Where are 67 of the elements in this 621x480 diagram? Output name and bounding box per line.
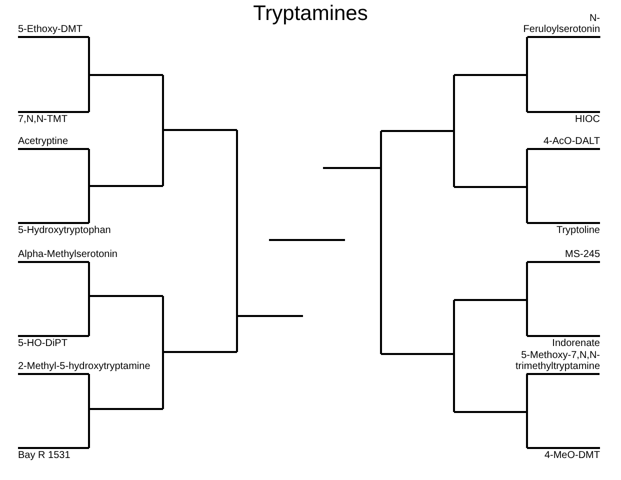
entrant-name: 5-Methoxy-7,N,N-trimethyltryptamine [516, 349, 600, 373]
entrant-name: 4-AcO-DALT [544, 135, 600, 148]
bracket-line [237, 315, 303, 317]
bracket-line [454, 74, 527, 76]
bracket-connector [526, 412, 528, 448]
bracket-connector [88, 75, 90, 112]
bracket-connector [526, 149, 528, 187]
entrant-name: 2-Methyl-5-hydroxytryptamine [18, 360, 150, 373]
entrant-name: Indorenate [552, 337, 600, 350]
bracket-slot [18, 135, 89, 150]
bracket-connector [162, 296, 164, 352]
bracket-connector [236, 316, 238, 352]
bracket-connector [453, 354, 455, 412]
bracket-connector [526, 37, 528, 75]
bracket-connector [526, 187, 528, 223]
entrant-name: 5-Ethoxy-DMT [18, 23, 82, 36]
bracket-line [323, 167, 381, 169]
bracket-line [454, 299, 527, 301]
bracket-line [381, 130, 454, 132]
bracket-line [163, 351, 237, 353]
entrant-name: 5-Hydroxytryptophan [18, 224, 111, 237]
bracket-connector [380, 168, 382, 354]
bracket-connector [526, 75, 528, 112]
bracket-connector [526, 262, 528, 300]
bracket-connector [88, 296, 90, 336]
entrant-name: 7,N,N-TMT [18, 113, 68, 126]
bracket-connector [380, 131, 382, 168]
entrant-name: Tryptoline [556, 224, 600, 237]
bracket-line [89, 295, 163, 297]
bracket-connector [88, 262, 90, 296]
bracket-connector [88, 409, 90, 448]
bracket-line [163, 129, 237, 131]
bracket-line [89, 408, 163, 410]
bracket-line [89, 74, 163, 76]
bracket-connector [453, 131, 455, 187]
bracket-connector [162, 130, 164, 186]
title: Tryptamines [253, 2, 368, 26]
entrant-name: 4-MeO-DMT [544, 449, 600, 462]
bracket-slot [18, 111, 89, 126]
bracket-connector [453, 75, 455, 131]
bracket-connector [88, 374, 90, 409]
entrant-name: Bay R 1531 [18, 449, 70, 462]
entrant-name: Acetryptine [18, 135, 68, 148]
bracket-connector [236, 130, 238, 316]
bracket-slot [527, 135, 600, 150]
bracket-connector [526, 300, 528, 336]
bracket-slot [527, 248, 600, 263]
bracket-connector [88, 149, 90, 186]
bracket-connector [88, 37, 90, 75]
bracket-connector [88, 186, 90, 223]
bracket-slot [18, 447, 89, 462]
entrant-name: HIOC [575, 113, 600, 126]
bracket-slot [18, 23, 89, 38]
bracket-line [454, 411, 527, 413]
entrant-name: 5-HO-DiPT [18, 337, 68, 350]
bracket-connector [526, 374, 528, 412]
entrant-name: MS-245 [564, 248, 600, 261]
bracket-line [454, 186, 527, 188]
entrant-name: Alpha-Methylserotonin [18, 248, 118, 261]
bracket-line [89, 185, 163, 187]
bracket-connector [162, 352, 164, 409]
bracket-line [381, 353, 454, 355]
bracket-connector [162, 75, 164, 130]
bracket-connector [453, 300, 455, 354]
bracket-line [269, 239, 345, 241]
bracket-slot [527, 222, 600, 237]
entrant-name: N-Feruloylserotonin [523, 12, 600, 36]
